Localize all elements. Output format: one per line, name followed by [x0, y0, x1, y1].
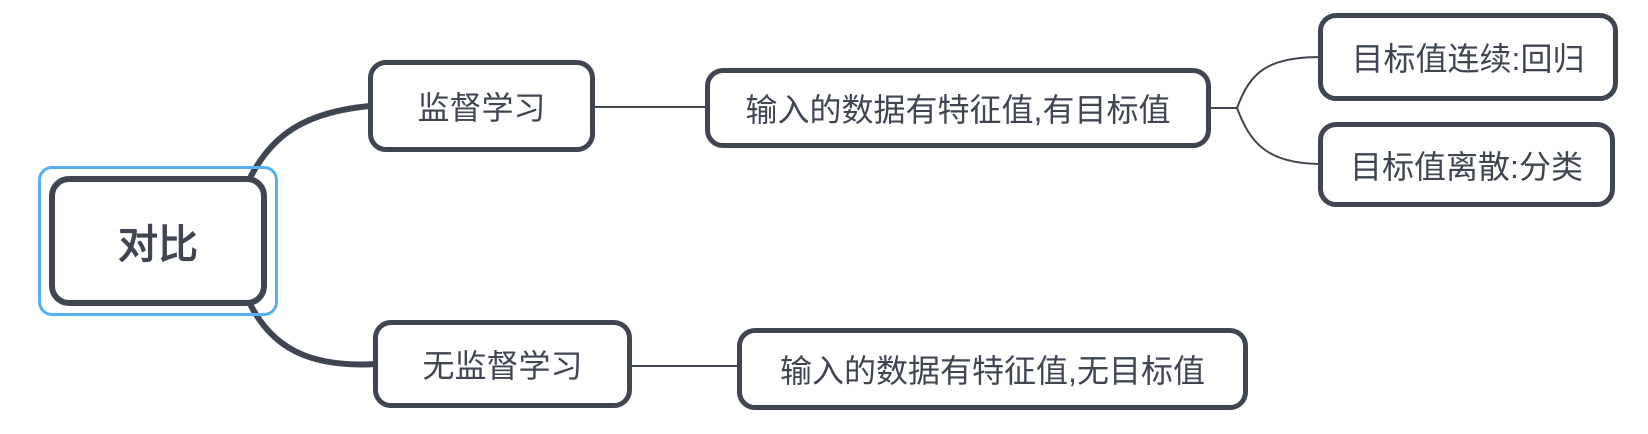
- node-supervised-detail[interactable]: 输入的数据有特征值,有目标值: [705, 68, 1211, 148]
- node-label: 目标值连续:回归: [1351, 41, 1585, 77]
- node-supervised-learning[interactable]: 监督学习: [368, 60, 595, 152]
- node-unsupervised-learning[interactable]: 无监督学习: [373, 320, 632, 408]
- node-label: 输入的数据有特征值,无目标值: [780, 353, 1205, 389]
- connector-root-to-unsupervised: [247, 301, 380, 368]
- node-label: 输入的数据有特征值,有目标值: [745, 92, 1171, 128]
- node-label: 监督学习: [417, 90, 546, 126]
- node-leaf-regression[interactable]: 目标值连续:回归: [1318, 13, 1618, 101]
- connector-root-to-supervised: [247, 103, 373, 181]
- connector-fork-to-classification: [1236, 107, 1323, 165]
- root-node[interactable]: 对比: [49, 176, 267, 306]
- connector-fork-to-regression: [1236, 56, 1323, 109]
- node-label: 无监督学习: [422, 348, 583, 384]
- node-leaf-classification[interactable]: 目标值离散:分类: [1318, 122, 1615, 207]
- node-label: 目标值离散:分类: [1350, 148, 1583, 185]
- root-selection-highlight: 对比: [38, 166, 278, 316]
- root-node-label: 对比: [118, 223, 198, 267]
- node-unsupervised-detail[interactable]: 输入的数据有特征值,无目标值: [737, 328, 1248, 410]
